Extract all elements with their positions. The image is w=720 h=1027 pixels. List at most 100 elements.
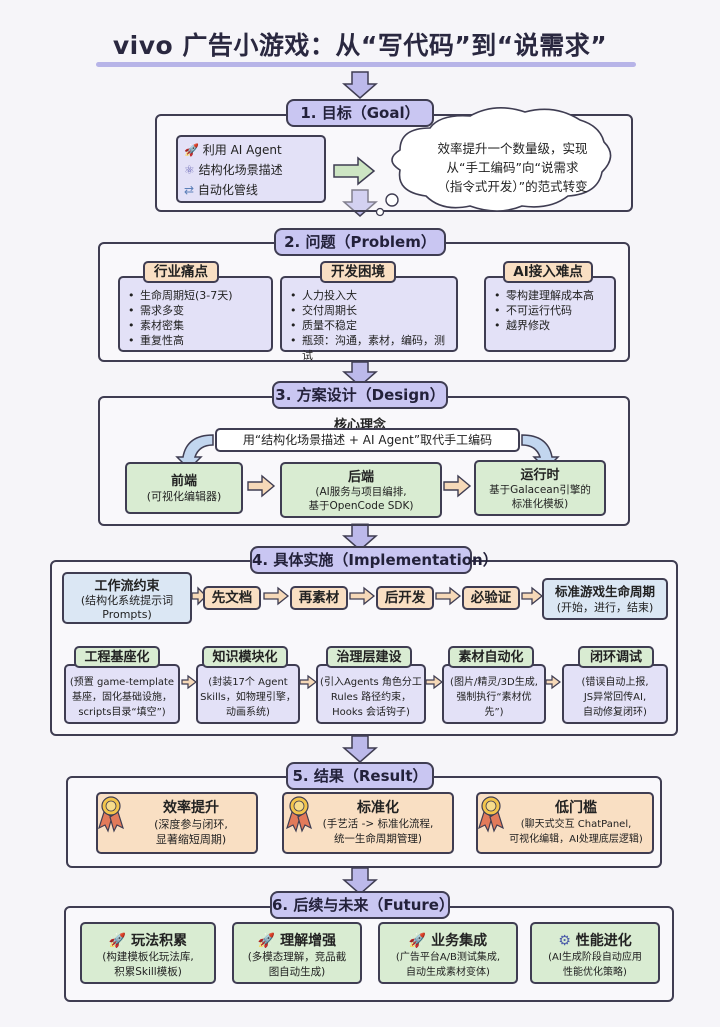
goal-pill: 1. 目标（Goal） [286,99,434,127]
impl-item-title: 知识模块化 [202,646,288,668]
workflow-title: 工作流约束 [94,579,160,594]
impl-item-line: scripts目录“填空”) [78,707,166,718]
design-box-sub: (AI服务与项目编排, [315,486,407,498]
medal-icon [478,796,504,833]
goal-item: 自动化管线 [197,183,258,197]
lifecycle-sub: (开始，进行，结束) [556,601,654,614]
rocket-icon: 🚀 [108,933,127,949]
page-title: vivo 广告小游戏：从“写代码”到“说需求” [112,31,608,60]
rocket-icon: 🚀 [184,143,199,157]
rocket-icon: 🚀 [408,933,427,949]
impl-item-line: 强制执行“素材优 [456,692,532,703]
design-box-sub: 标准化模板) [511,498,569,510]
goal-cloud-text: 效率提升一个数量级，实现 从“手工编码”向“说需求 （指令式开发）”的范式转变 [400,139,625,196]
future-item-line: 图自动生成) [268,966,326,978]
future-item-title: 业务集成 [431,933,488,949]
problem-item: 重复性高 [128,333,265,348]
impl-item-line: 自动修复闭环) [583,707,647,718]
future-item-line: 积累Skill模板) [114,966,182,978]
cloud-line: 效率提升一个数量级，实现 [437,141,588,156]
goal-items-box: 🚀 利用 AI Agent ⚛ 结构化场景描述 ⇄ 自动化管线 [176,135,326,203]
design-box-sub: (可视化编辑器) [146,490,222,503]
cloud-line: 从“手工编码”向“说需求 [446,160,579,175]
impl-item-box: (错误自动上报, JS异常回传AI, 自动修复闭环) [562,664,668,724]
future-item-title: 玩法积累 [131,933,188,949]
result-item-title: 效率提升 [163,800,219,816]
result-item-line: 统一生命周期管理) [333,833,423,845]
impl-item-line: 先”) [484,707,504,718]
impl-item-line: 基座，固化基础设施， [72,692,172,703]
problem-col-title: 行业痛点 [143,261,219,283]
gear-icon: ⚙ [558,933,571,949]
workflow-sub: Prompts) [102,608,152,621]
goal-item: 结构化场景描述 [198,163,283,177]
future-item-line: (多模态理解，竞品截 [247,951,347,963]
problem-item: 质量不稳定 [290,318,450,333]
design-backend-box: 后端 (AI服务与项目编排, 基于OpenCode SDK) [280,462,442,518]
future-pill: 6. 后续与未来（Future） [270,891,454,919]
result-item-title: 标准化 [357,800,399,816]
pipeline-icon: ⇄ [184,183,195,197]
problem-col-ai: 零构建理解成本高 不可运行代码 越界修改 [484,276,616,352]
problem-item: 不可运行代码 [494,303,608,318]
impl-item-box: (图片/精灵/3D生成, 强制执行“素材优 先”) [442,664,546,724]
brain-icon: ⚛ [184,163,195,177]
lifecycle-title: 标准游戏生命周期 [554,584,655,599]
impl-item-line: 动画系统) [226,707,270,718]
problem-item: 瓶颈：沟通，素材，编码，测试 [290,333,450,363]
result-item-box: 标准化 (手艺活 -> 标准化流程, 统一生命周期管理) [282,792,454,854]
problem-col-title: 开发困境 [320,261,396,283]
impl-item-box: (引入Agents 角色分工 Rules 路径约束， Hooks 会话钩子) [316,664,426,724]
problem-col-industry: 生命周期短(3-7天) 需求多变 素材密集 重复性高 [118,276,273,352]
impl-item-line: Rules 路径约束， [330,692,412,703]
impl-item-line: (引入Agents 角色分工 [320,677,422,688]
result-item-box: 低门槛 (聊天式交互 ChatPanel, 可视化编辑，AI处理底层逻辑) [476,792,654,854]
impl-item-line: JS异常回传AI, [583,692,647,703]
future-item-line: (构建模板化玩法库, [102,951,194,963]
problem-item: 人力投入大 [290,288,450,303]
medal-icon [98,796,124,833]
future-item-box: ⚙ 性能进化 (AI生成阶段自动应用 性能优化策略) [530,922,660,984]
step-verify: 必验证 [462,586,520,610]
future-item-line: (AI生成阶段自动应用 [548,952,642,963]
design-runtime-box: 运行时 基于Galacean引擎的 标准化模板) [474,460,606,516]
future-item-line: 自动生成素材变体) [406,967,490,978]
result-item-line: 显著缩短周期) [155,833,227,846]
step-assets: 再素材 [290,586,348,610]
impl-item-line: Hooks 会话钩子) [332,707,410,718]
core-concept-box: 用“结构化场景描述 + AI Agent”取代手工编码 [215,428,520,452]
future-item-title: 性能进化 [575,933,632,949]
impl-item-line: (预置 game-template [69,677,175,688]
future-item-box: 🚀 理解增强 (多模态理解，竞品截 图自动生成) [232,922,362,984]
design-box-title: 运行时 [520,468,560,483]
step-docs: 先文档 [203,586,261,610]
impl-item-line: (错误自动上报, [581,677,649,688]
impl-item-line: (封装17个 Agent [208,677,288,688]
design-box-sub: 基于OpenCode SDK) [308,500,414,512]
result-pill: 5. 结果（Result） [286,762,434,790]
workflow-sub: (结构化系统提示词 [80,594,174,607]
impl-item-line: (图片/精灵/3D生成, [450,677,538,688]
impl-item-line: Skills，如物理引擎， [200,692,296,703]
problem-item: 素材密集 [128,318,265,333]
implementation-pill: 4. 具体实施（Implementation） [250,546,498,574]
future-item-title: 理解增强 [280,933,337,949]
problem-pill: 2. 问题（Problem） [274,228,446,256]
medal-icon [286,796,312,833]
result-item-title: 低门槛 [555,800,597,816]
step-dev: 后开发 [376,586,434,610]
impl-item-title: 工程基座化 [74,646,160,668]
problem-item: 零构建理解成本高 [494,288,608,303]
future-item-box: 🚀 业务集成 (广告平台A/B测试集成, 自动生成素材变体) [378,922,518,984]
result-item-line: (深度参与闭环, [154,818,228,831]
future-item-box: 🚀 玩法积累 (构建模板化玩法库, 积累Skill模板) [80,922,216,984]
design-box-sub: 基于Galacean引擎的 [489,484,591,496]
result-item-box: 效率提升 (深度参与闭环, 显著缩短周期) [96,792,258,854]
impl-item-box: (封装17个 Agent Skills，如物理引擎， 动画系统) [196,664,300,724]
future-item-line: (广告平台A/B测试集成, [395,952,501,963]
